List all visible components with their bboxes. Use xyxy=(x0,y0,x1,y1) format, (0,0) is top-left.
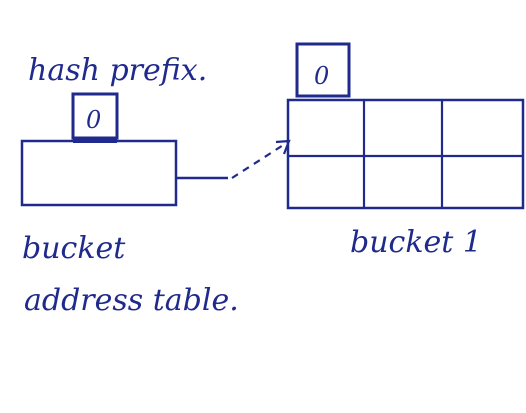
bucket-prefix-value: 0 xyxy=(314,62,329,90)
table-prefix-value: 0 xyxy=(86,106,101,134)
hash-prefix-label: hash prefix. xyxy=(28,53,207,88)
bucket-prefix-box: 0 xyxy=(295,42,351,98)
bucket-1-grid xyxy=(286,98,525,210)
bucket-address-table-label-line2: address table. xyxy=(24,283,239,318)
pointer-arrow-dashed xyxy=(231,141,289,179)
bucket-address-table-label-line1: bucket xyxy=(22,231,126,266)
bucket-1-label: bucket 1 xyxy=(350,225,482,260)
table-prefix-box: 0 xyxy=(71,92,119,140)
bucket-address-table xyxy=(20,139,178,207)
